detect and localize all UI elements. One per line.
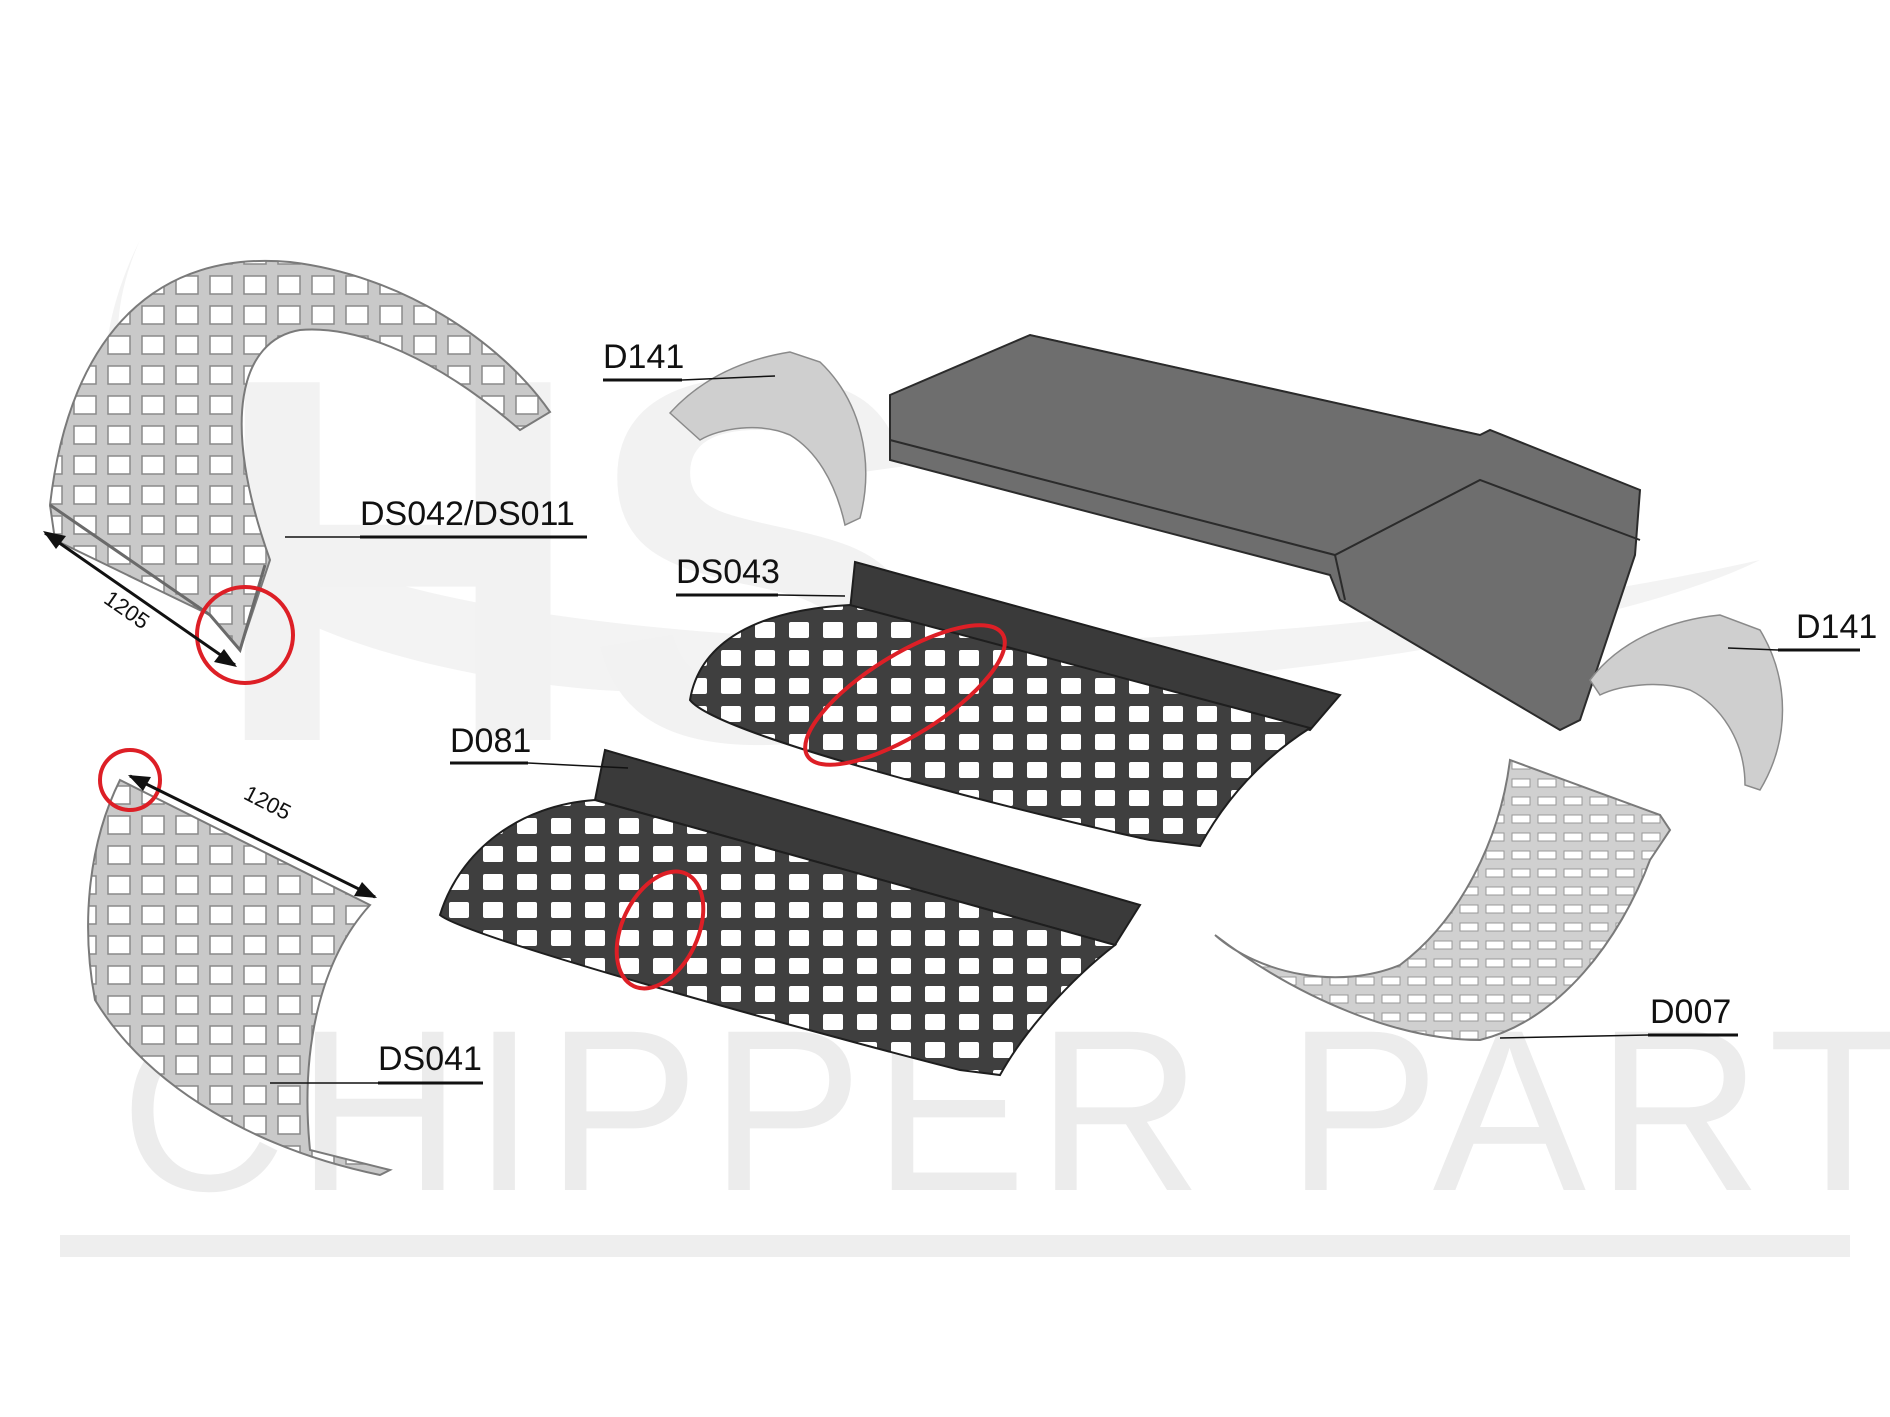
dimension-arrow-line xyxy=(129,774,376,899)
callout-ds043: DS043 xyxy=(676,553,846,597)
callout-d141-right: D141 xyxy=(1727,608,1877,652)
leader-line xyxy=(777,594,846,597)
arrowhead-end xyxy=(354,882,377,898)
callout-d141-left: D141 xyxy=(603,338,776,382)
leader-line xyxy=(681,375,776,381)
part-d141-right xyxy=(1589,614,1784,791)
leader-line xyxy=(527,762,629,769)
highlights xyxy=(98,585,1007,991)
part-ds042-ds011 xyxy=(48,259,552,654)
label-d141-left: D141 xyxy=(603,338,684,376)
label-ds042-ds011: DS042/DS011 xyxy=(360,495,575,533)
callout-ds042-ds011: DS042/DS011 xyxy=(285,495,587,539)
arrowhead-start xyxy=(128,775,151,791)
part-ds041 xyxy=(87,778,393,1177)
dimension-arrow-line xyxy=(44,531,236,667)
part-d081 xyxy=(438,748,1142,1077)
dimension-label: 1205 xyxy=(100,586,154,635)
part-ds043 xyxy=(688,560,1342,848)
part-d007 xyxy=(1214,758,1672,1042)
callout-d007: D007 xyxy=(1499,993,1738,1039)
callout-ds041: DS041 xyxy=(270,1040,483,1085)
highlight-circle-ds042 xyxy=(195,585,295,685)
leader-line xyxy=(1727,647,1779,651)
highlight-ellipse-ds043 xyxy=(803,623,1007,767)
highlight-circle-ds041 xyxy=(98,748,162,812)
label-ds041: DS041 xyxy=(378,1040,482,1078)
label-d081: D081 xyxy=(450,722,531,760)
highlight-ellipse-d081 xyxy=(614,869,706,991)
callout-d081: D081 xyxy=(450,722,629,769)
leader-line xyxy=(1499,1034,1649,1039)
arrowhead-start xyxy=(43,531,66,549)
watermark-underline xyxy=(60,1235,1850,1257)
arrowhead-end xyxy=(214,649,237,667)
part-housing xyxy=(889,333,1642,732)
part-d141-left xyxy=(668,351,867,527)
label-d141-right: D141 xyxy=(1796,608,1877,646)
label-ds043: DS043 xyxy=(676,553,780,591)
label-d007: D007 xyxy=(1650,993,1731,1031)
